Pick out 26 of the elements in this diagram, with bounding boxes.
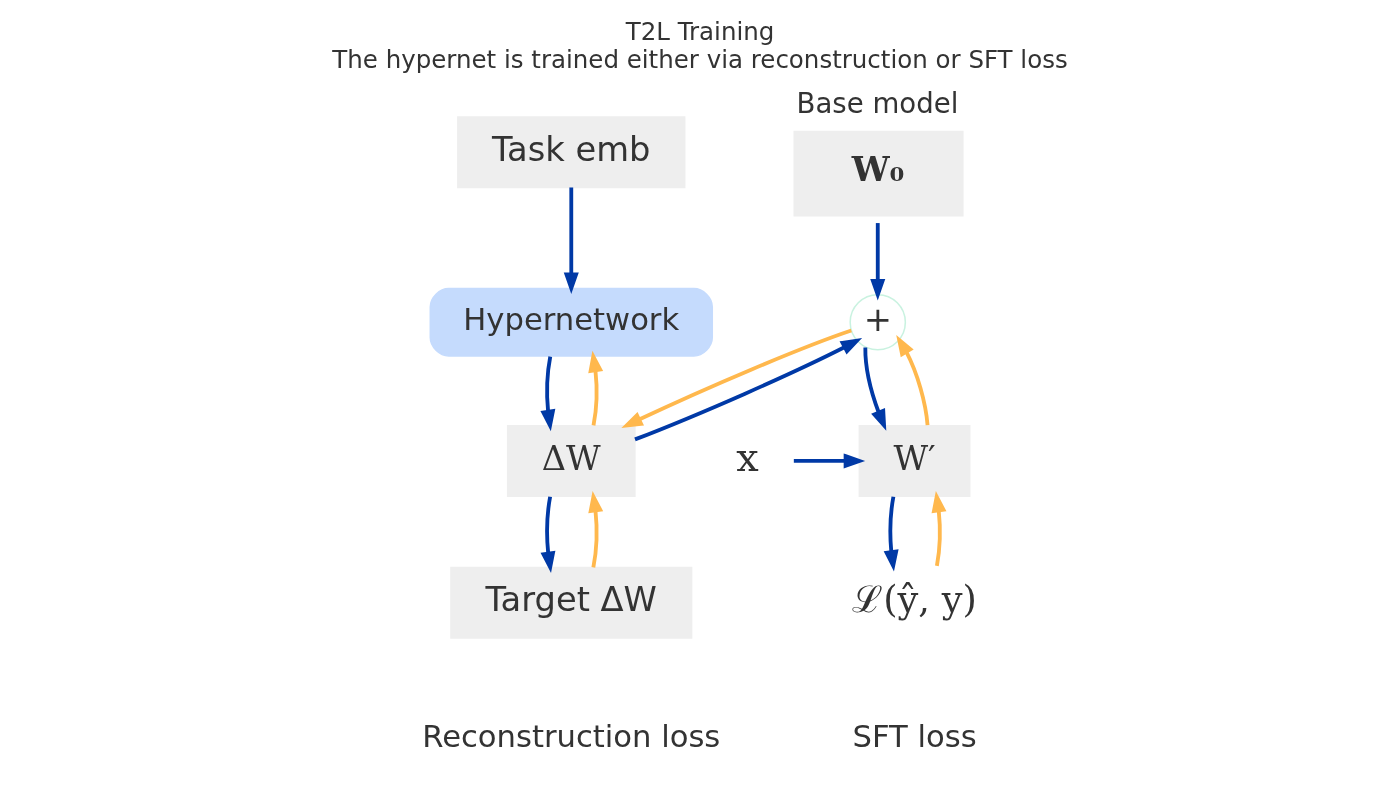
- node-text: x: [736, 433, 759, 480]
- arrow: [793, 453, 866, 469]
- arrow: [540, 356, 556, 432]
- node-circle: +: [849, 293, 907, 351]
- node-box: Target ΔW: [450, 566, 693, 639]
- label: SFT loss: [852, 718, 977, 754]
- label: Reconstruction loss: [422, 718, 721, 754]
- node-label: Base model: [796, 86, 959, 120]
- arrow: [563, 187, 579, 294]
- arrow: [588, 491, 604, 568]
- arrow: [540, 496, 556, 573]
- arrow: [863, 347, 887, 431]
- arrow: [870, 223, 886, 301]
- arrow: [621, 328, 852, 429]
- diagram-title: T2L Training: [625, 16, 775, 46]
- caption: The hypernet is trained either via reconstruction or SFT loss: [332, 44, 1068, 74]
- node-box: Hypernetwork: [429, 287, 714, 357]
- arrow: [634, 338, 863, 442]
- node-box: Task emb: [457, 116, 686, 189]
- arrow: [588, 350, 604, 426]
- arrow: [931, 491, 947, 567]
- node-text: ℒ(ŷ, y): [852, 578, 977, 622]
- node-box: W′: [858, 424, 971, 497]
- node-box: ΔW: [506, 424, 636, 497]
- arrow: [896, 334, 930, 426]
- arrow: [883, 496, 899, 572]
